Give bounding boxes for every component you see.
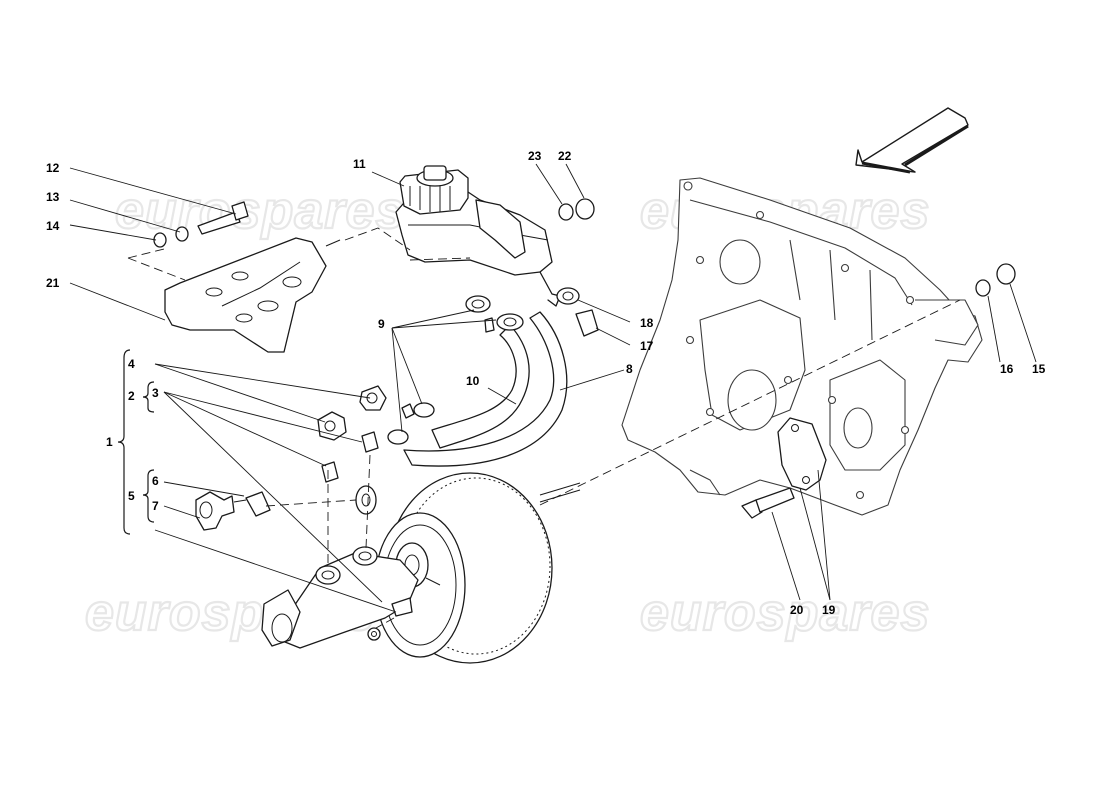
callout-3: 3 — [152, 386, 159, 400]
pedal-box-plate — [621, 177, 983, 516]
callout-7: 7 — [152, 499, 159, 513]
master-cylinder — [261, 546, 419, 649]
callout-4: 4 — [128, 357, 135, 371]
watermark-top-left: eurospares — [115, 182, 405, 240]
brake-booster — [355, 472, 581, 664]
callout-16: 16 — [1000, 362, 1014, 376]
brake-hoses — [403, 311, 568, 467]
callout-17: 17 — [640, 339, 654, 353]
gasket — [777, 417, 827, 491]
leader-lines — [69, 163, 1037, 613]
grouping-braces — [117, 349, 155, 535]
callout-19: 19 — [822, 603, 836, 617]
callout-22: 22 — [558, 149, 572, 163]
callout-8: 8 — [626, 362, 633, 376]
callout-10: 10 — [466, 374, 480, 388]
callout-2: 2 — [128, 389, 135, 403]
callout-6: 6 — [152, 474, 159, 488]
brake-fittings — [195, 385, 415, 531]
direction-arrow-icon — [855, 107, 969, 174]
callout-21: 21 — [46, 276, 60, 290]
callout-20: 20 — [790, 603, 804, 617]
callout-18: 18 — [640, 316, 654, 330]
reservoir-bracket — [164, 237, 341, 353]
callout-5: 5 — [128, 489, 135, 503]
callout-23: 23 — [528, 149, 542, 163]
callout-13: 13 — [46, 190, 60, 204]
callout-9: 9 — [378, 317, 385, 331]
watermark-bottom-right: eurospares — [640, 584, 930, 642]
callout-14: 14 — [46, 219, 60, 233]
fluid-reservoir — [395, 165, 561, 307]
callout-1: 1 — [106, 435, 113, 449]
callout-labels: 12 13 14 21 11 23 22 18 17 8 10 9 16 15 … — [46, 149, 1046, 617]
hose-clamps — [387, 287, 599, 445]
callout-11: 11 — [353, 157, 366, 171]
assembly-lines — [127, 227, 961, 629]
fasteners — [153, 198, 1016, 519]
callout-12: 12 — [46, 161, 60, 175]
callout-15: 15 — [1032, 362, 1046, 376]
